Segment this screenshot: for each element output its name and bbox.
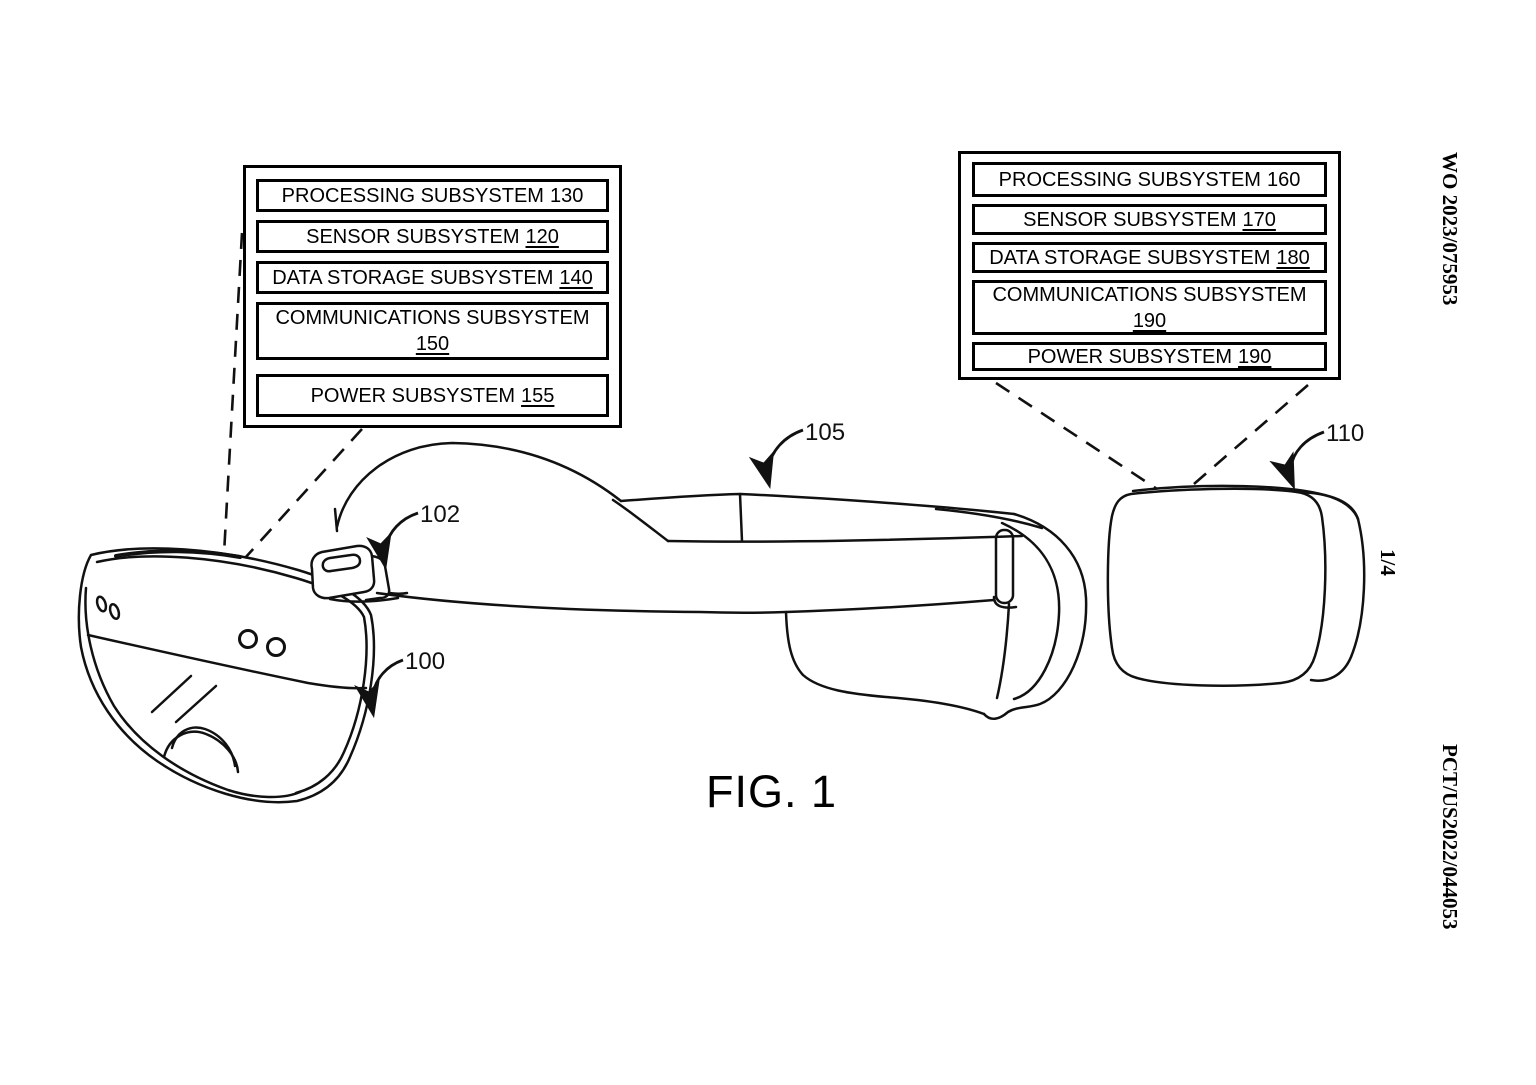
subsystem-ref: 155	[521, 384, 555, 407]
publication-number: WO 2023/075953	[1438, 152, 1462, 306]
headband-drawing	[333, 441, 1088, 720]
subsystem-ref: 130	[549, 184, 584, 207]
visor-outline	[77, 547, 376, 804]
row-sensor-subsystem-120: SENSOR SUBSYSTEM 120	[256, 220, 609, 253]
subsystem-label: COMMUNICATIONS SUBSYSTEM	[992, 283, 1307, 306]
pod-front-face	[1106, 487, 1327, 687]
subsystem-ref: 190	[1238, 345, 1272, 368]
row-sensor-subsystem-170: SENSOR SUBSYSTEM 170	[972, 204, 1327, 235]
camera-ring-center-1	[238, 629, 258, 649]
arrow-102	[366, 511, 419, 571]
subsystem-label: COMMUNICATIONS SUBSYSTEM	[275, 307, 590, 329]
subsystem-label: DATA STORAGE SUBSYSTEM	[272, 266, 554, 289]
subsystem-ref: 180	[1276, 246, 1310, 269]
visor-reflection-slash-2	[174, 684, 218, 724]
earpiece-pod-loop	[784, 610, 986, 716]
subsystem-label: POWER SUBSYSTEM	[1027, 345, 1233, 368]
nose-notch-inner	[162, 730, 240, 774]
dashed-right-a	[995, 381, 1158, 491]
strap-tab	[992, 595, 1018, 609]
callout-110: 110	[1326, 420, 1364, 447]
clip-drawing	[310, 544, 409, 603]
sheet-number: 1/4	[1376, 549, 1400, 576]
headband-arch	[335, 441, 623, 529]
back-cushion-curve	[1000, 521, 1061, 701]
visor-reflection-slash-1	[150, 674, 193, 714]
visor-inner-rim-left	[84, 586, 302, 799]
subsystem-box-left: PROCESSING SUBSYSTEM 130 SENSOR SUBSYSTE…	[243, 165, 622, 428]
back-outer-edge	[982, 512, 1088, 720]
subsystem-box-right: PROCESSING SUBSYSTEM 160 SENSOR SUBSYSTE…	[958, 151, 1341, 380]
clip-plate	[310, 544, 376, 600]
callout-102: 102	[420, 501, 460, 528]
subsystem-label: PROCESSING SUBSYSTEM	[998, 168, 1261, 191]
arrow-100	[354, 658, 404, 719]
subsystem-label: POWER SUBSYSTEM	[310, 384, 516, 407]
camera-slot-left-1	[95, 595, 108, 613]
subsystem-label: SENSOR SUBSYSTEM	[306, 225, 520, 248]
row-communications-subsystem-190: COMMUNICATIONS SUBSYSTEM 190	[972, 280, 1327, 335]
camera-ring-center-2	[266, 637, 286, 657]
headband-arch-stub	[333, 507, 339, 533]
clip-under-line	[328, 596, 400, 603]
band-segment-step	[738, 492, 744, 543]
row-power-subsystem-155: POWER SUBSYSTEM 155	[256, 374, 609, 417]
callout-100: 100	[405, 648, 445, 675]
callout-105: 105	[805, 419, 845, 446]
row-data-storage-subsystem-180: DATA STORAGE SUBSYSTEM 180	[972, 242, 1327, 273]
clip-base-line	[387, 591, 409, 595]
band-top-edge-2	[934, 507, 1044, 530]
arrow-110	[1269, 430, 1325, 490]
row-communications-subsystem-150: COMMUNICATIONS SUBSYSTEM 150	[256, 302, 609, 360]
row-data-storage-subsystem-140: DATA STORAGE SUBSYSTEM 140	[256, 261, 609, 294]
subsystem-label: PROCESSING SUBSYSTEM	[281, 184, 544, 207]
dashed-left-b	[244, 428, 363, 559]
visor-inner-rim-top	[95, 555, 368, 795]
rear-pod-drawing	[1106, 484, 1366, 687]
subsystem-ref: 190	[1132, 309, 1167, 332]
sensor-band-lower-edge	[86, 633, 368, 690]
subsystem-ref: 140	[559, 266, 593, 289]
band-lower-edge	[666, 534, 1024, 543]
visor-edge-sliver	[114, 549, 242, 559]
row-power-subsystem-190: POWER SUBSYSTEM 190	[972, 342, 1327, 371]
arrow-105	[748, 428, 804, 490]
subsystem-label: SENSOR SUBSYSTEM	[1023, 208, 1237, 231]
band-front-edge	[611, 498, 670, 543]
camera-slot-left-2	[108, 603, 121, 620]
pod-top-edge	[1131, 484, 1360, 521]
subsystem-ref: 120	[525, 225, 559, 248]
row-processing-subsystem-130: PROCESSING SUBSYSTEM 130	[256, 179, 609, 212]
band-top-edge	[619, 492, 1016, 516]
figure-caption: FIG. 1	[706, 766, 838, 817]
application-number: PCT/US2022/044053	[1438, 744, 1462, 930]
clip-slot	[321, 553, 362, 573]
subsystem-label: DATA STORAGE SUBSYSTEM	[989, 246, 1271, 269]
row-processing-subsystem-160: PROCESSING SUBSYSTEM 160	[972, 162, 1327, 197]
subsystem-ref: 150	[415, 333, 450, 355]
subsystem-ref: 160	[1266, 168, 1301, 191]
dashed-left-a	[222, 232, 244, 555]
dashed-leader-lines	[222, 232, 1309, 559]
strap-end-cap	[994, 528, 1015, 605]
subsystem-ref: 170	[1242, 208, 1276, 231]
side-band-sweep	[375, 591, 996, 614]
cushion-inner-line	[995, 602, 1011, 700]
callout-arrows	[354, 428, 1325, 719]
visor-drawing	[77, 547, 376, 804]
